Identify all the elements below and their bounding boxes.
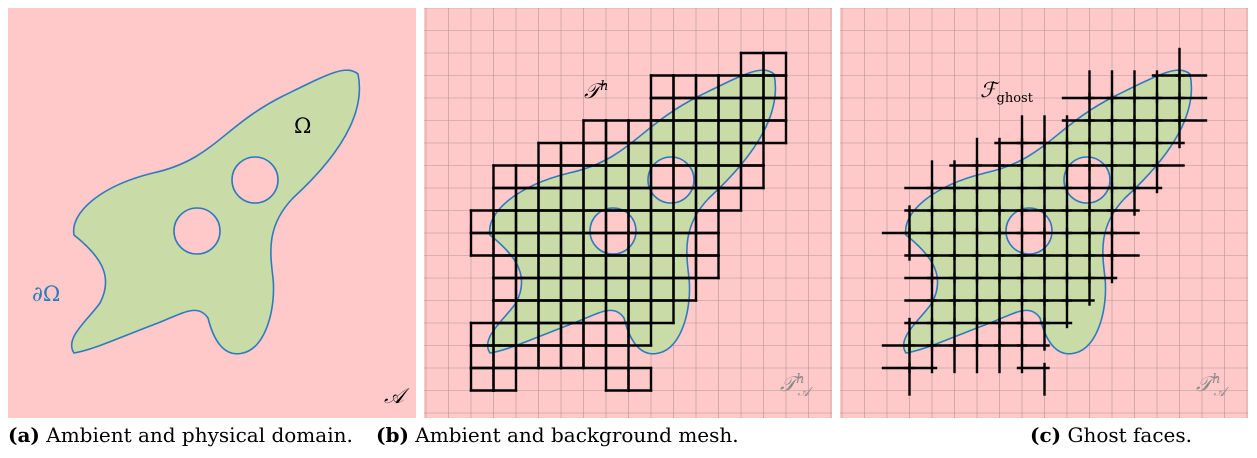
hole-lower <box>173 207 221 255</box>
ambient-mesh-label: 𝒯h𝒜 <box>780 372 810 401</box>
hole-upper <box>647 156 695 204</box>
physical-domain-shape <box>903 69 1193 355</box>
panel-ambient-physical: Ω ∂Ω 𝒜 <box>8 8 416 418</box>
physical-domain-shape <box>487 69 777 355</box>
hole-upper <box>231 156 279 204</box>
omega-label: Ω <box>294 114 312 138</box>
hole-lower <box>589 207 637 255</box>
ghost-face-set <box>881 47 1208 396</box>
hole-upper <box>1063 156 1111 204</box>
ghost-faces-figure <box>840 8 1248 418</box>
boundary-label: ∂Ω <box>32 282 61 306</box>
caption-c: (c) Ghost faces. <box>1030 423 1193 447</box>
mesh-label: 𝒯h <box>584 79 609 103</box>
caption-b: (b) Ambient and background mesh. <box>376 423 739 447</box>
hole-lower <box>1005 207 1053 255</box>
active-mesh <box>469 51 788 392</box>
background-mesh-figure <box>424 8 832 418</box>
panel-background-mesh: 𝒯h 𝒯h𝒜 <box>424 8 832 418</box>
physical-domain-shape <box>71 69 361 355</box>
ambient-mesh-label: 𝒯h𝒜 <box>1196 372 1226 401</box>
physical-domain-figure <box>71 69 361 355</box>
panel-ghost-faces: ℱghost 𝒯h𝒜 <box>840 8 1248 418</box>
caption-a: (a) Ambient and physical domain. <box>8 423 353 447</box>
ambient-domain-label: 𝒜 <box>384 384 404 408</box>
ghost-faces-label: ℱghost <box>980 78 1033 107</box>
